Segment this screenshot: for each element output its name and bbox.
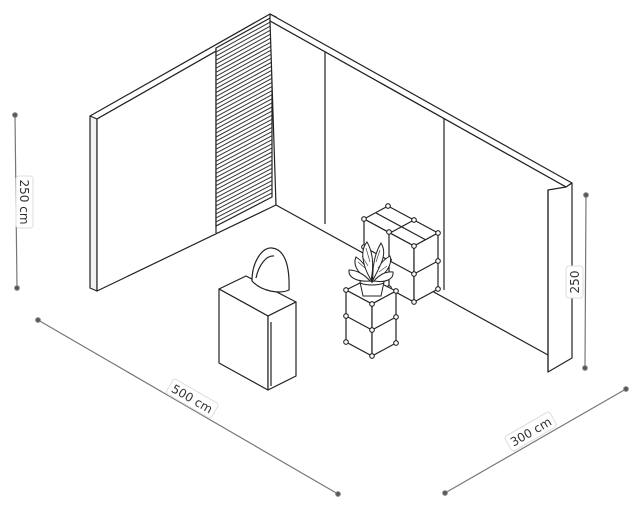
shelf-connector [361, 216, 367, 222]
shelf-connector [411, 217, 417, 223]
shelf-connector [435, 230, 441, 236]
slat-line [215, 155, 273, 186]
slat-line [215, 20, 273, 53]
shelf-connector [343, 339, 349, 345]
slat-line [215, 143, 273, 174]
shelf-connector [411, 243, 417, 249]
slat-line [215, 131, 273, 162]
back-right-wall [269, 13, 573, 356]
slat-line [215, 41, 273, 73]
shelf-connector [411, 271, 417, 277]
slat-line [215, 147, 273, 178]
slat-line [215, 159, 273, 191]
slat-line [215, 172, 273, 203]
slat-line [215, 188, 273, 219]
slat-line [215, 82, 273, 114]
slat-line [215, 65, 273, 97]
shelf-connector [369, 353, 375, 359]
slat-line [215, 118, 273, 150]
slat-line [215, 24, 273, 57]
shelf-connector [386, 229, 392, 235]
slat-line [215, 57, 273, 89]
slat-line [215, 86, 273, 118]
slat-line [215, 37, 273, 69]
slatwall-panel [215, 15, 273, 227]
shelf-connector [411, 299, 417, 305]
slat-line [215, 73, 273, 106]
shelf-connector [343, 287, 349, 293]
counter [218, 275, 297, 391]
shelf-connector [435, 258, 441, 264]
shelf-connector [385, 203, 391, 209]
shelf-connector [369, 327, 375, 333]
plant [348, 241, 394, 297]
left-height-text: 250 cm [17, 179, 31, 224]
slat-line [215, 192, 273, 223]
shelf-connector [343, 313, 349, 319]
slat-line [215, 139, 273, 170]
slat-line [215, 114, 273, 146]
slat-line [215, 32, 273, 65]
slat-line [215, 49, 273, 81]
right-height-text: 250 [568, 271, 582, 294]
slat-line [215, 127, 273, 158]
slat-line [215, 135, 273, 166]
chair [251, 247, 290, 293]
slat-line [215, 184, 273, 215]
slat-line [215, 90, 273, 122]
slat-line [215, 94, 273, 126]
slat-line [215, 167, 273, 199]
slat-line [215, 106, 273, 138]
slat-line [215, 98, 273, 130]
dimension-label-right-height: 250 [565, 265, 584, 299]
slat-line [215, 163, 273, 195]
slat-line [215, 45, 273, 77]
slat-line [215, 176, 273, 207]
slat-line [215, 28, 273, 61]
slat-line [215, 110, 273, 142]
slat-line [215, 180, 273, 211]
slat-line [215, 53, 273, 85]
dimension-label-side-depth: 300 cm [504, 411, 557, 452]
slat-line [215, 69, 273, 102]
slat-line [215, 61, 273, 93]
slat-line [215, 151, 273, 182]
slat-line [215, 122, 273, 154]
shelf-connector [369, 301, 375, 307]
shelf-connector [393, 288, 399, 294]
shelf-connector [393, 314, 399, 320]
shelf-connector [435, 286, 441, 292]
dimension-label-left-height: 250 cm [15, 175, 34, 229]
slat-line [215, 102, 273, 134]
shelf-connector [393, 340, 399, 346]
slat-line [215, 77, 273, 110]
